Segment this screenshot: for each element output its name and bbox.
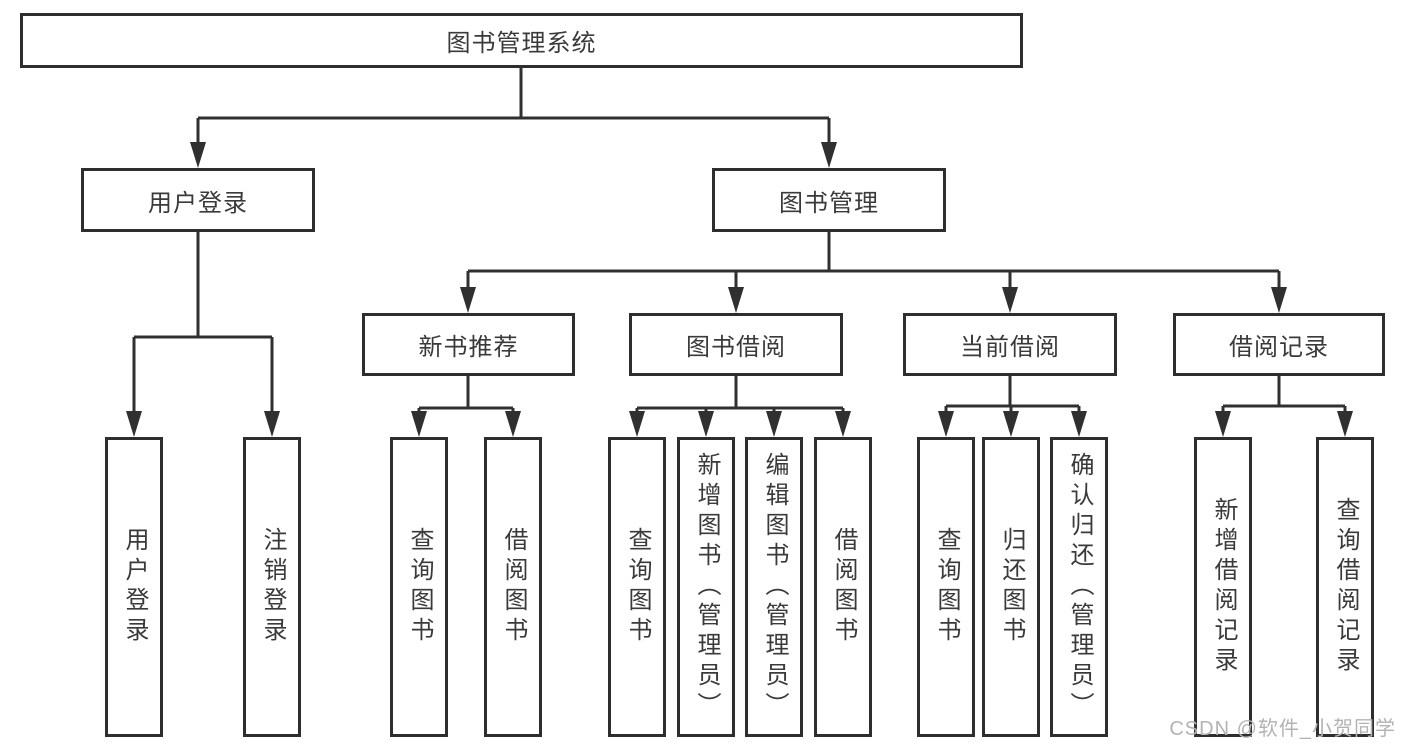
node-new-book-recommendation: 新书推荐 [362,313,575,376]
leaf-label: 归还图书 [998,527,1025,647]
leaf-add-book-admin: 新增图书（管理员） [677,437,735,737]
leaf-label: 查询图书 [933,527,960,647]
leaf-label: 确认归还（管理员） [1066,452,1093,722]
leaf-query-borrowing-record: 查询借阅记录 [1316,437,1374,737]
leaf-label: 借阅图书 [500,527,527,647]
node-library-management-system: 图书管理系统 [20,13,1023,68]
leaf-label: 新增图书（管理员） [693,452,720,722]
node-book-management: 图书管理 [712,168,946,232]
leaf-logout: 注销登录 [243,437,301,737]
node-label: 借阅记录 [1229,334,1329,361]
leaf-add-borrowing-record: 新增借阅记录 [1194,437,1252,737]
leaf-query-books: 查询图书 [390,437,448,737]
leaf-label: 查询借阅记录 [1332,497,1359,677]
leaf-borrow-books: 借阅图书 [484,437,542,737]
leaf-return-books: 归还图书 [982,437,1040,737]
node-borrowing-records: 借阅记录 [1173,313,1385,376]
leaf-label: 注销登录 [259,527,286,647]
node-label: 用户登录 [148,189,248,217]
leaf-label: 新增借阅记录 [1210,497,1237,677]
leaf-borrow-books: 借阅图书 [814,437,872,737]
node-label: 图书借阅 [686,334,786,361]
arrowheads [126,142,1353,437]
leaf-query-books: 查询图书 [917,437,975,737]
leaf-label: 查询图书 [406,527,433,647]
node-book-borrowing: 图书借阅 [629,313,843,376]
node-label: 新书推荐 [418,334,519,361]
node-label: 当前借阅 [960,334,1060,361]
leaf-label: 用户登录 [121,527,148,647]
leaf-label: 查询图书 [624,527,651,647]
leaf-label: 借阅图书 [830,527,857,647]
leaf-confirm-return-admin: 确认归还（管理员） [1050,437,1108,737]
csdn-watermark: CSDN @软件_小贺同学 [1169,718,1396,740]
leaf-user-login: 用户登录 [105,437,163,737]
node-user-login: 用户登录 [81,168,315,232]
leaf-label: 编辑图书（管理员） [761,452,788,722]
node-label: 图书管理系统 [446,30,597,57]
node-label: 图书管理 [779,189,879,217]
leaf-query-books: 查询图书 [608,437,666,737]
node-current-borrowing: 当前借阅 [903,313,1117,376]
leaf-edit-book-admin: 编辑图书（管理员） [745,437,803,737]
